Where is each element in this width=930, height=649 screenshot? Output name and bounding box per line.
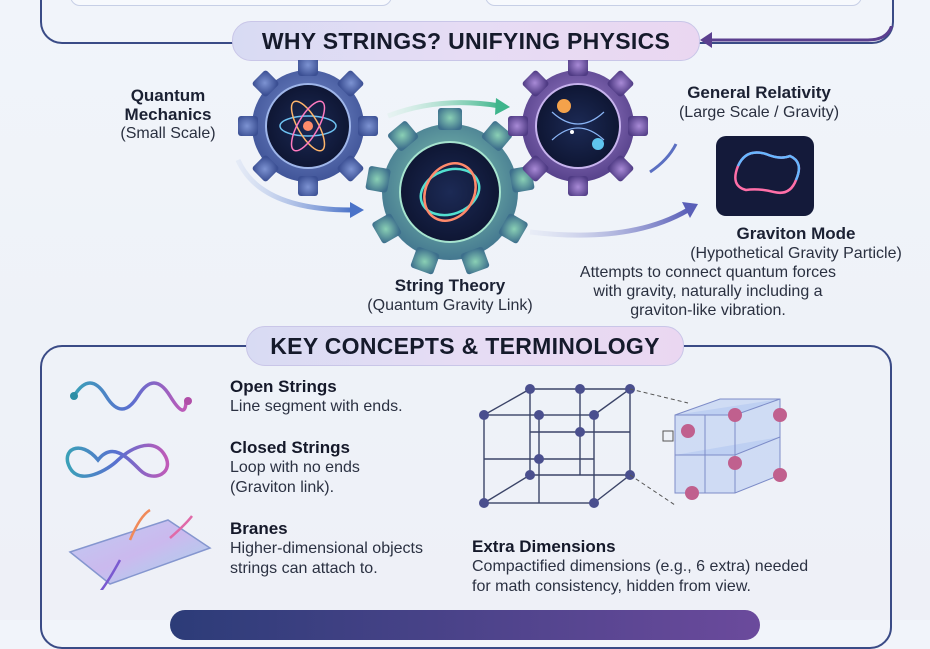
- gr-label: General Relativity (Large Scale / Gravit…: [664, 83, 854, 123]
- desc-line-1: Attempts to connect quantum forces: [579, 264, 837, 281]
- graviton-subtitle: (Hypothetical Gravity Particle): [690, 245, 902, 262]
- gr-link-arrow-icon: [649, 143, 678, 174]
- string-theory-gear-icon: [365, 108, 535, 275]
- concept-closed-strings: Closed Strings Loop with no ends (Gravit…: [230, 438, 470, 498]
- desc-line-3: graviton-like vibration.: [630, 302, 786, 319]
- unify-description: Attempts to connect quantum forces with …: [558, 263, 858, 320]
- qm-to-st-arrow-icon: [235, 158, 353, 213]
- open-string-icon: [70, 381, 192, 412]
- concept-desc: Higher-dimensional objects: [230, 540, 423, 557]
- concepts-banner: KEY CONCEPTS & TERMINOLOGY: [246, 326, 684, 366]
- gears-diagram: [235, 60, 814, 275]
- extra-dimensions-lattice-icon: [479, 384, 787, 508]
- concept-branes: Branes Higher-dimensional objects string…: [230, 519, 470, 579]
- concept-extra-dimensions: Extra Dimensions Compactified dimensions…: [472, 537, 892, 597]
- bottom-banner: [170, 610, 760, 640]
- concept-desc: Line segment with ends.: [230, 398, 403, 415]
- quantum-gear-icon: [238, 60, 378, 196]
- qm-subtitle: (Small Scale): [120, 125, 216, 142]
- top-card-right: [485, 0, 862, 6]
- concept-title: Extra Dimensions: [472, 537, 616, 556]
- brane-icon: [68, 508, 212, 590]
- gr-title: General Relativity: [687, 83, 831, 102]
- graviton-label: Graviton Mode (Hypothetical Gravity Part…: [681, 224, 911, 264]
- concept-icons: [65, 381, 212, 590]
- concept-desc: strings can attach to.: [230, 560, 378, 577]
- concept-title: Branes: [230, 519, 288, 538]
- qm-label: Quantum Mechanics (Small Scale): [118, 86, 218, 143]
- graviton-title: Graviton Mode: [736, 224, 856, 243]
- graviton-loop-icon: [716, 136, 814, 216]
- st-to-graviton-arrow-icon: [529, 207, 690, 238]
- unifying-physics-banner: WHY STRINGS? UNIFYING PHYSICS: [232, 21, 700, 61]
- top-card-left: [70, 0, 392, 6]
- st-to-gr-arrow-icon: [387, 100, 501, 119]
- gr-subtitle: (Large Scale / Gravity): [678, 104, 840, 121]
- concept-desc: Loop with no ends: [230, 459, 360, 476]
- concept-desc: (Graviton link).: [230, 479, 335, 496]
- closed-string-icon: [65, 443, 170, 478]
- st-label: String Theory (Quantum Gravity Link): [340, 276, 560, 316]
- concept-desc: for math consistency, hidden from view.: [472, 578, 751, 595]
- concept-title: Closed Strings: [230, 438, 350, 457]
- qm-title-2: Mechanics: [124, 105, 212, 124]
- st-title: String Theory: [394, 276, 506, 295]
- desc-line-2: with gravity, naturally including a: [593, 283, 823, 300]
- banner-arrow-icon: [700, 26, 894, 48]
- concept-desc: Compactified dimensions (e.g., 6 extra) …: [472, 558, 809, 575]
- relativity-gear-icon: [508, 60, 648, 196]
- concept-title: Open Strings: [230, 377, 337, 396]
- qm-title-1: Quantum: [130, 86, 206, 105]
- concept-open-strings: Open Strings Line segment with ends.: [230, 377, 470, 417]
- st-subtitle: (Quantum Gravity Link): [367, 297, 533, 314]
